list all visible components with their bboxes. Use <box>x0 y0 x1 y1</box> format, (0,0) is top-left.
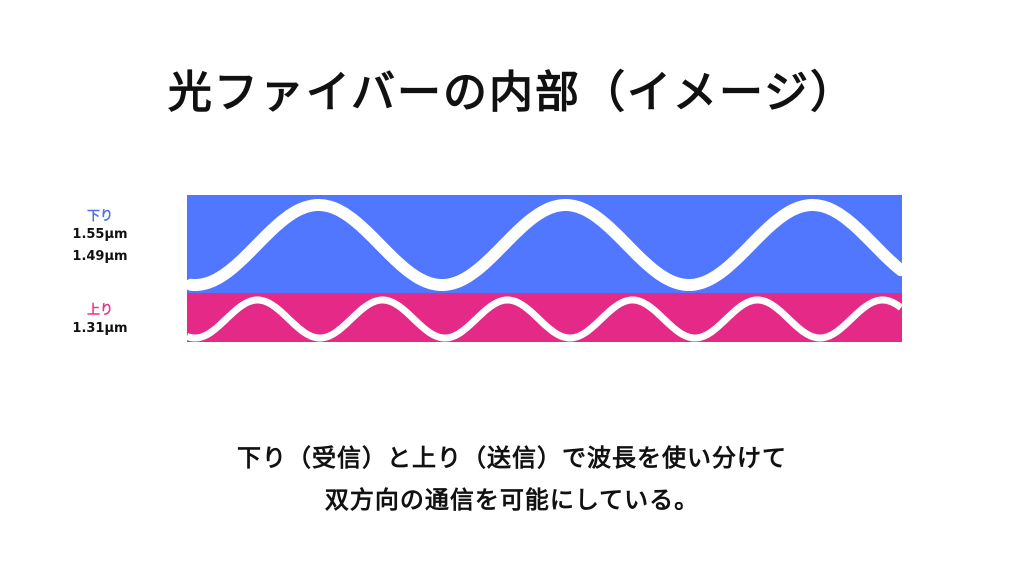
downstream-legend: 下り 1.55μm 1.49μm <box>60 205 140 268</box>
downstream-wave <box>187 198 902 292</box>
upstream-band <box>187 293 902 342</box>
caption-line-2: 双方向の通信を可能にしている。 <box>324 486 700 514</box>
wavelength-1-49: 1.49μm <box>72 249 128 264</box>
upstream-legend: 上り 1.31μm <box>60 299 140 340</box>
caption: 下り（受信）と上り（送信）で波長を使い分けて 双方向の通信を可能にしている。 <box>0 437 1024 521</box>
fiber-diagram <box>187 195 902 342</box>
caption-line-1: 下り（受信）と上り（送信）で波長を使い分けて <box>237 444 787 472</box>
page-title: 光ファイバーの内部（イメージ） <box>167 67 857 118</box>
wavelength-1-31: 1.31μm <box>72 321 128 336</box>
downstream-label: 下り <box>86 209 113 224</box>
upstream-label: 上り <box>86 303 113 318</box>
wavelength-1-55: 1.55μm <box>72 227 128 242</box>
upstream-wave <box>187 296 902 342</box>
